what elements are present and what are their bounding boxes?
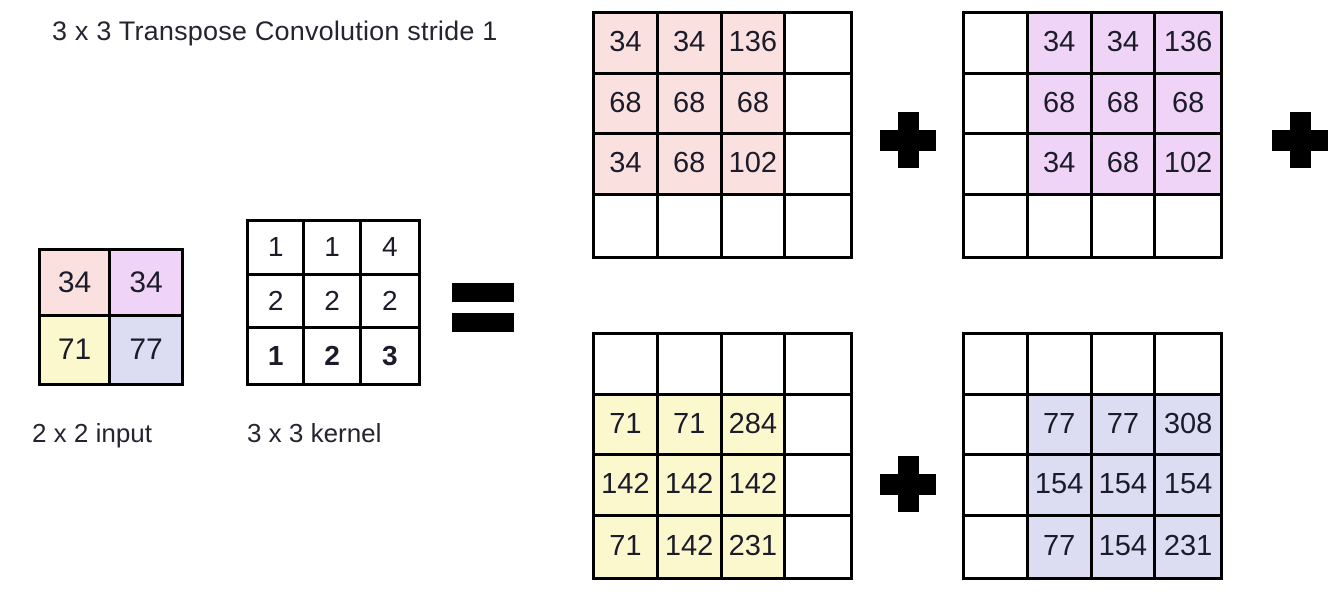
kernel-cell-r1-c2: 2: [361, 275, 418, 330]
yellow-contribution-grid-cell-r2-c0: 142: [595, 456, 659, 517]
pink-contribution-grid-cell-r3-c3: [786, 195, 850, 256]
yellow-contribution-grid-cell-r0-c0: [595, 335, 659, 396]
pink-contribution-grid-cell-r0-c1: 34: [658, 14, 723, 75]
yellow-contribution-grid-cell-r2-c3: [786, 456, 850, 517]
purple-contribution-grid-cell-r2-c3: 102: [1156, 135, 1220, 196]
purple-contribution-grid-cell-r0-c0: [965, 14, 1029, 75]
input-caption: 2 x 2 input: [32, 418, 152, 448]
purple-contribution-grid-cell-r1-c1: 68: [1028, 74, 1093, 135]
purple-contribution-grid-cell-r3-c0: [965, 195, 1029, 256]
purple-contribution-grid-cell-r2-c1: 34: [1028, 135, 1093, 196]
lavender-contribution-grid-cell-r2-c3: 154: [1156, 456, 1220, 517]
yellow-contribution-grid-cell-r3-c0: 71: [595, 516, 659, 577]
page-title: 3 x 3 Transpose Convolution stride 1: [52, 16, 498, 46]
pink-contribution-grid-cell-r2-c0: 34: [595, 135, 659, 196]
yellow-contribution-grid-cell-r1-c0: 71: [595, 395, 659, 456]
pink-contribution-grid-cell-r1-c1: 68: [658, 74, 723, 135]
lavender-contribution-grid-cell-r3-c1: 77: [1028, 516, 1093, 577]
input-cell-r1-c0: 71: [41, 317, 111, 383]
kernel-cell-r0-c1: 1: [305, 222, 362, 276]
plus-operator-icon-top-right: [1272, 112, 1328, 168]
input-cell-r1-c1: 77: [111, 317, 181, 383]
lavender-contribution-grid-cell-r3-c2: 154: [1092, 516, 1157, 577]
pink-contribution-grid-cell-r1-c3: [786, 74, 850, 135]
plus-vertical-bar: [1290, 112, 1311, 168]
plus-operator-icon-bottom-middle: [880, 456, 936, 512]
pink-contribution-grid-cell-r0-c2: 136: [722, 14, 787, 75]
pink-contribution-grid-cell-r0-c0: 34: [595, 14, 659, 75]
equals-operator-icon: [452, 283, 514, 335]
pink-contribution-grid-cell-r1-c0: 68: [595, 74, 659, 135]
pink-contribution-grid-cell-r3-c2: [722, 195, 787, 256]
lavender-contribution-grid-cell-r1-c0: [965, 395, 1029, 456]
purple-contribution-grid-cell-r1-c2: 68: [1092, 74, 1157, 135]
purple-contribution-grid-cell-r0-c1: 34: [1028, 14, 1093, 75]
lavender-contribution-grid-cell-r0-c2: [1092, 335, 1157, 396]
yellow-contribution-grid-cell-r0-c1: [658, 335, 723, 396]
purple-contribution-grid-cell-r3-c1: [1028, 195, 1093, 256]
yellow-contribution-grid-cell-r3-c1: 142: [658, 516, 723, 577]
yellow-contribution-grid-cell-r0-c2: [722, 335, 787, 396]
kernel-cell-r1-c1: 2: [305, 275, 362, 330]
pink-contribution-grid-cell-r3-c1: [658, 195, 723, 256]
kernel-cell-r0-c2: 4: [361, 222, 418, 276]
lavender-contribution-grid-cell-r3-c0: [965, 516, 1029, 577]
kernel-cell-r2-c1: 2: [305, 329, 362, 383]
lavender-contribution-grid-cell-r1-c1: 77: [1028, 395, 1093, 456]
lavender-contribution-grid-cell-r2-c2: 154: [1092, 456, 1157, 517]
yellow-contribution-grid-cell-r2-c2: 142: [722, 456, 787, 517]
lavender-contribution-grid-cell-r1-c2: 77: [1092, 395, 1157, 456]
lavender-contribution-grid-cell-r2-c0: [965, 456, 1029, 517]
plus-vertical-bar: [898, 456, 919, 512]
equals-bar-top: [452, 283, 514, 302]
purple-contribution-grid-cell-r0-c2: 34: [1092, 14, 1157, 75]
purple-contribution-grid-cell-r3-c2: [1092, 195, 1157, 256]
yellow-contribution-grid-cell-r1-c2: 284: [722, 395, 787, 456]
yellow-contribution-grid-cell-r3-c3: [786, 516, 850, 577]
kernel-cell-r1-c0: 2: [249, 275, 306, 330]
pink-contribution-grid-cell-r2-c1: 68: [658, 135, 723, 196]
lavender-contribution-grid-cell-r1-c3: 308: [1156, 395, 1220, 456]
yellow-contribution-grid-cell-r3-c2: 231: [722, 516, 787, 577]
plus-operator-icon-top-middle: [880, 112, 936, 168]
yellow-contribution-grid-cell-r1-c1: 71: [658, 395, 723, 456]
input-cell-r0-c1: 34: [111, 251, 181, 317]
yellow-contribution-grid-cell-r1-c3: [786, 395, 850, 456]
pink-contribution-grid-cell-r2-c3: [786, 135, 850, 196]
purple-contribution-grid-cell-r2-c0: [965, 135, 1029, 196]
equals-bar-bottom: [452, 313, 514, 332]
plus-vertical-bar: [898, 112, 919, 168]
pink-contribution-grid-cell-r0-c3: [786, 14, 850, 75]
kernel-cell-r2-c2: 3: [361, 329, 418, 383]
purple-contribution-grid-cell-r2-c2: 68: [1092, 135, 1157, 196]
yellow-contribution-grid-cell-r2-c1: 142: [658, 456, 723, 517]
pink-contribution-grid-cell-r3-c0: [595, 195, 659, 256]
purple-contribution-grid-cell-r3-c3: [1156, 195, 1220, 256]
purple-contribution-grid-cell-r0-c3: 136: [1156, 14, 1220, 75]
lavender-contribution-grid-cell-r0-c3: [1156, 335, 1220, 396]
purple-contribution-grid-cell-r1-c0: [965, 74, 1029, 135]
kernel-cell-r0-c0: 1: [249, 222, 306, 276]
lavender-contribution-grid-cell-r0-c0: [965, 335, 1029, 396]
lavender-contribution-grid-cell-r2-c1: 154: [1028, 456, 1093, 517]
yellow-contribution-grid-cell-r0-c3: [786, 335, 850, 396]
lavender-contribution-grid-cell-r3-c3: 231: [1156, 516, 1220, 577]
lavender-contribution-grid-cell-r0-c1: [1028, 335, 1093, 396]
kernel-cell-r2-c0: 1: [249, 329, 306, 383]
pink-contribution-grid-cell-r1-c2: 68: [722, 74, 787, 135]
kernel-caption: 3 x 3 kernel: [247, 418, 382, 448]
purple-contribution-grid-cell-r1-c3: 68: [1156, 74, 1220, 135]
input-cell-r0-c0: 34: [41, 251, 111, 317]
pink-contribution-grid-cell-r2-c2: 102: [722, 135, 787, 196]
